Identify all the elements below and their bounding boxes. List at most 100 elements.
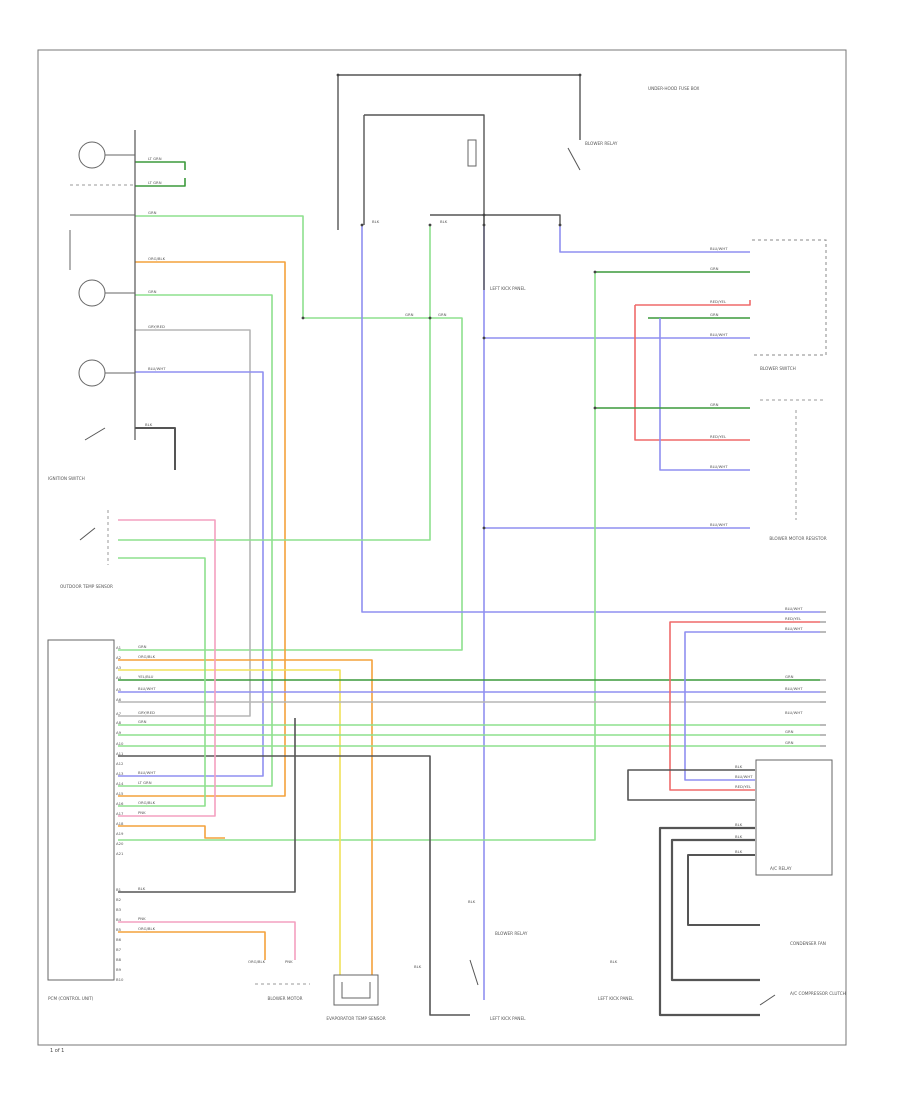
wire-color-label: BLU/WHT [785,710,803,715]
wire-color-label: GRY/RED [148,324,165,329]
wire-color-label: BLK [138,886,146,891]
pcm-pin-label: B5 [116,927,122,932]
pcm-pin-label: A4 [116,675,122,680]
component-label: UNDER-HOOD FUSE BOX [648,86,700,91]
wire-color-label: BLU/WHT [785,686,803,691]
pcm-pin-label: A1 [116,645,122,650]
wire-ign-2 [135,178,186,187]
wire-color-label: GRN [138,644,147,649]
wire-color-label: BLK [735,834,743,839]
pcm-pin-label: A9 [116,730,122,735]
wire-blue-resistor [483,225,750,339]
wire-pink-outdoor [118,519,216,817]
pcm-pin-label: A20 [116,841,124,846]
pcm-pin-label: A5 [116,687,122,692]
pcm-pin-label: A2 [116,655,122,660]
wire-green-main [118,215,463,651]
wire-color-label: GRY/RED [138,710,155,715]
pcm-pin-label: A3 [116,665,122,670]
wire-relay-top [364,114,485,225]
wire-color-label: GRN [438,312,447,317]
pcm-pin-label: B6 [116,937,122,942]
label-layer: A1A2A3A4A5A6A7A8A9A10A11A12A13A14A15A16A… [48,86,846,1021]
pcm-pin-label: B4 [116,917,122,922]
wire-black-fan-2 [687,854,760,926]
wire-color-label: BLU/WHT [710,464,728,469]
wire-color-label: BLK [735,849,743,854]
component-label: BLOWER SWITCH [760,366,796,371]
wire-color-label: GRN [785,740,794,745]
wire-red-right [669,621,820,791]
component-label: LEFT KICK PANEL [490,286,526,291]
wire-color-label: PNK [138,916,146,921]
wire-pink-sensor [118,921,296,960]
wire-color-label: BLK [610,959,618,964]
component-label: IGNITION SWITCH [48,476,85,481]
wire-color-label: BLU/WHT [785,626,803,631]
component-label: BLOWER RELAY [585,141,618,146]
wire-color-label: PNK [285,959,293,964]
page-footer: 1 of 1 [50,1048,64,1054]
wire-black-fan [670,838,760,982]
wire-color-label: GRN [785,729,794,734]
splice-dot [482,223,486,227]
resistor-outline [752,239,827,356]
wire-color-label: BLU/WHT [785,606,803,611]
wire-color-label: BLU/WHT [710,332,728,337]
wire-green-right [118,272,596,841]
pcm-pin-label: A11 [116,751,124,756]
splice-dot [558,223,562,227]
wire-color-label: RED/YEL [710,434,727,439]
symbol-layer [47,73,833,1006]
pcm-pin-label: A10 [116,741,124,746]
wire-color-label: RED/YEL [735,784,752,789]
wire-color-label: LT GRN [138,780,152,785]
wire-relay-bridge [430,214,561,225]
splice-dot [336,73,340,77]
wire-black-gnd [135,427,176,470]
wire-blue-right [684,631,820,781]
pcm-pin-label: B8 [116,957,122,962]
wire-black-3 [118,718,296,893]
wire-color-label: GRN [710,312,719,317]
component-label: CONDENSER FAN [790,941,826,946]
splice-dot [482,336,486,340]
pcm-pin-label: A18 [116,821,124,826]
wire-color-label: BLK [735,764,743,769]
pcm-pin-label: A8 [116,720,122,725]
wire-color-label: BLU/WHT [138,770,156,775]
wire-gray-1 [118,329,251,717]
pcm-box [47,639,115,981]
wire-color-label: GRN [148,210,157,215]
pcm-pin-label: B1 [116,887,122,892]
pcm-pin-label: A17 [116,811,124,816]
bulb-symbol [78,141,106,169]
pcm-pin-label: A12 [116,761,124,766]
pcm-pin-label: B10 [116,977,124,982]
wire-color-label: GRN [710,402,719,407]
component-label: BLOWER MOTOR RESISTOR [769,536,826,541]
wire-blue-blower [559,225,750,253]
component-label: A/C RELAY [770,866,792,871]
component-label: OUTDOOR TEMP SENSOR [60,584,113,589]
component-label: BLOWER RELAY [495,931,528,936]
component-label: LEFT KICK PANEL [598,996,634,1001]
wire-color-label: BLK [414,964,422,969]
splice-dot [593,406,597,410]
wire-color-label: GRN [405,312,414,317]
splice-dot [428,223,432,227]
wire-color-label: ORG/BLK [138,926,156,931]
relay-coil [467,139,477,167]
splice-dot [578,73,582,77]
splice-dot [593,270,597,274]
component-label: BLOWER MOTOR [267,996,302,1001]
pcm-pin-label: A7 [116,711,122,716]
control-box [755,759,833,876]
component-label: A/C COMPRESSOR CLUTCH [790,991,846,996]
pcm-pin-label: A15 [116,791,124,796]
wire-color-label: GRN [138,719,147,724]
wire-color-label: RED/YEL [785,616,802,621]
wire-color-label: BLK [145,422,153,427]
pcm-pin-label: A6 [116,697,122,702]
